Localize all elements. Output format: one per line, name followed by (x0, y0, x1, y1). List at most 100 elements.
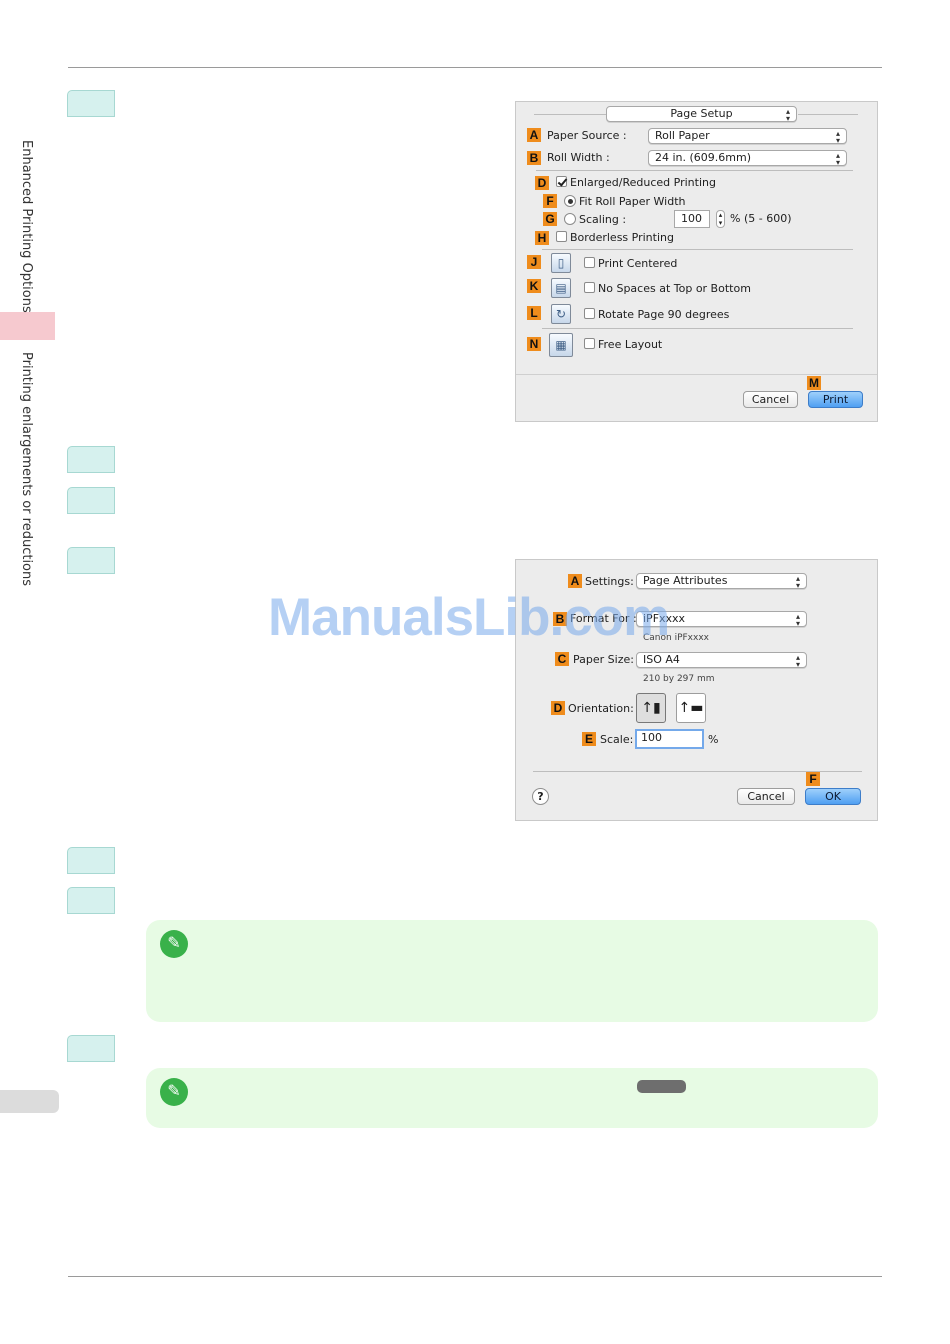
scaling-input[interactable]: 100 (674, 210, 710, 228)
format-select[interactable]: iPFxxxx ▴▾ (636, 611, 807, 628)
tag-d: D (551, 701, 565, 715)
step-marker-4 (67, 547, 115, 574)
settings-label: Settings: (585, 575, 634, 588)
scale-unit: % (708, 733, 719, 746)
tag-d: D (535, 176, 549, 190)
help-icon[interactable]: ? (532, 788, 549, 805)
scale-label: Scale: (600, 733, 634, 746)
scaling-radio[interactable] (564, 213, 576, 225)
tag-a: A (527, 128, 541, 142)
format-sub: Canon iPFxxxx (643, 633, 709, 643)
borderless-label: Borderless Printing (570, 231, 674, 244)
separator (533, 771, 862, 772)
rotate-page-icon: ↻ (551, 304, 571, 324)
note-box: ✎ (146, 920, 878, 1022)
landscape-icon[interactable]: ↑▬ (676, 693, 706, 723)
step-marker-3 (67, 487, 115, 514)
tag-f: F (543, 194, 557, 208)
format-label: Format For : (570, 612, 637, 625)
footer-rule (68, 1276, 882, 1277)
tag-l: L (527, 306, 541, 320)
separator (516, 374, 877, 375)
cancel-button[interactable]: Cancel (743, 391, 798, 408)
print-centered-checkbox[interactable] (584, 257, 595, 268)
paper-source-select[interactable]: Roll Paper ▴▾ (648, 128, 847, 145)
rotate-label: Rotate Page 90 degrees (598, 308, 730, 321)
step-marker-1 (67, 90, 115, 117)
no-spaces-checkbox[interactable] (584, 282, 595, 293)
settings-select[interactable]: Page Attributes ▴▾ (636, 573, 807, 590)
separator (542, 328, 853, 329)
paper-size-value: ISO A4 (643, 653, 680, 666)
ok-button[interactable]: OK (805, 788, 861, 805)
tag-c: C (555, 652, 569, 666)
tag-g: G (543, 212, 557, 226)
roll-width-value: 24 in. (609.6mm) (655, 151, 752, 164)
fit-roll-label: Fit Roll Paper Width (579, 195, 686, 208)
pencil-icon: ✎ (160, 1078, 188, 1106)
free-layout-label: Free Layout (598, 338, 663, 351)
roll-width-label: Roll Width : (547, 151, 610, 164)
print-centered-icon: ▯ (551, 253, 571, 273)
watermark: ManualsLib.com (268, 588, 670, 647)
separator (536, 170, 853, 171)
tag-n: N (527, 337, 541, 351)
chevron-updown-icon: ▴▾ (795, 574, 800, 590)
portrait-icon[interactable]: ↑▮ (636, 693, 666, 723)
no-spaces-label: No Spaces at Top or Bottom (598, 282, 751, 295)
chevron-updown-icon: ▴▾ (835, 151, 840, 167)
borderless-checkbox[interactable] (556, 231, 567, 242)
header-rule (68, 67, 882, 68)
paper-size-sub: 210 by 297 mm (643, 674, 715, 684)
separator (798, 114, 858, 115)
side-tab-grey (0, 1090, 59, 1113)
print-button[interactable]: Print (808, 391, 863, 408)
page-setup-dialog: Page Setup ▴▾ A Paper Source : Roll Pape… (515, 101, 878, 422)
note-box: ✎ (146, 1068, 878, 1128)
orientation-label: Orientation: (568, 702, 634, 715)
tag-f: F (806, 772, 820, 786)
paper-size-select[interactable]: ISO A4 ▴▾ (636, 652, 807, 669)
step-marker-7 (67, 1035, 115, 1062)
free-layout-checkbox[interactable] (584, 338, 595, 349)
button-chip (637, 1080, 686, 1093)
fit-roll-radio[interactable] (564, 195, 576, 207)
chapter-label: Enhanced Printing Options (19, 140, 34, 313)
paper-size-label: Paper Size: (573, 653, 634, 666)
cancel-button[interactable]: Cancel (737, 788, 795, 805)
tag-k: K (527, 279, 541, 293)
chevron-updown-icon: ▴▾ (835, 129, 840, 145)
tag-b: B (553, 612, 567, 626)
roll-width-select[interactable]: 24 in. (609.6mm) ▴▾ (648, 150, 847, 167)
free-layout-icon: ▦ (549, 333, 573, 357)
section-label: Printing enlargements or reductions (19, 352, 34, 587)
print-centered-label: Print Centered (598, 257, 678, 270)
rotate-checkbox[interactable] (584, 308, 595, 319)
format-value: iPFxxxx (643, 612, 686, 625)
tag-m: M (807, 376, 821, 390)
step-marker-5 (67, 847, 115, 874)
chevron-updown-icon: ▴▾ (795, 612, 800, 628)
side-tab-active (0, 312, 55, 340)
step-marker-6 (67, 887, 115, 914)
no-spaces-icon: ▤ (551, 278, 571, 298)
panel-popup-label: Page Setup (670, 107, 733, 120)
paper-source-label: Paper Source : (547, 129, 627, 142)
chevron-updown-icon: ▴▾ (785, 107, 790, 123)
tag-a: A (568, 574, 582, 588)
page-attributes-dialog: A Settings: Page Attributes ▴▾ B Format … (515, 559, 878, 821)
scaling-range: % (5 - 600) (730, 212, 792, 225)
separator (542, 249, 853, 250)
tag-h: H (535, 231, 549, 245)
step-marker-2 (67, 446, 115, 473)
tag-b: B (527, 151, 541, 165)
enlarged-label: Enlarged/Reduced Printing (570, 176, 716, 189)
scale-input[interactable]: 100 (635, 729, 704, 749)
enlarged-checkbox[interactable] (556, 176, 567, 187)
scaling-stepper[interactable]: ▴▾ (716, 210, 725, 228)
scaling-label: Scaling : (579, 213, 627, 226)
tag-j: J (527, 255, 541, 269)
pencil-icon: ✎ (160, 930, 188, 958)
panel-popup[interactable]: Page Setup ▴▾ (606, 106, 797, 123)
tag-e: E (582, 732, 596, 746)
